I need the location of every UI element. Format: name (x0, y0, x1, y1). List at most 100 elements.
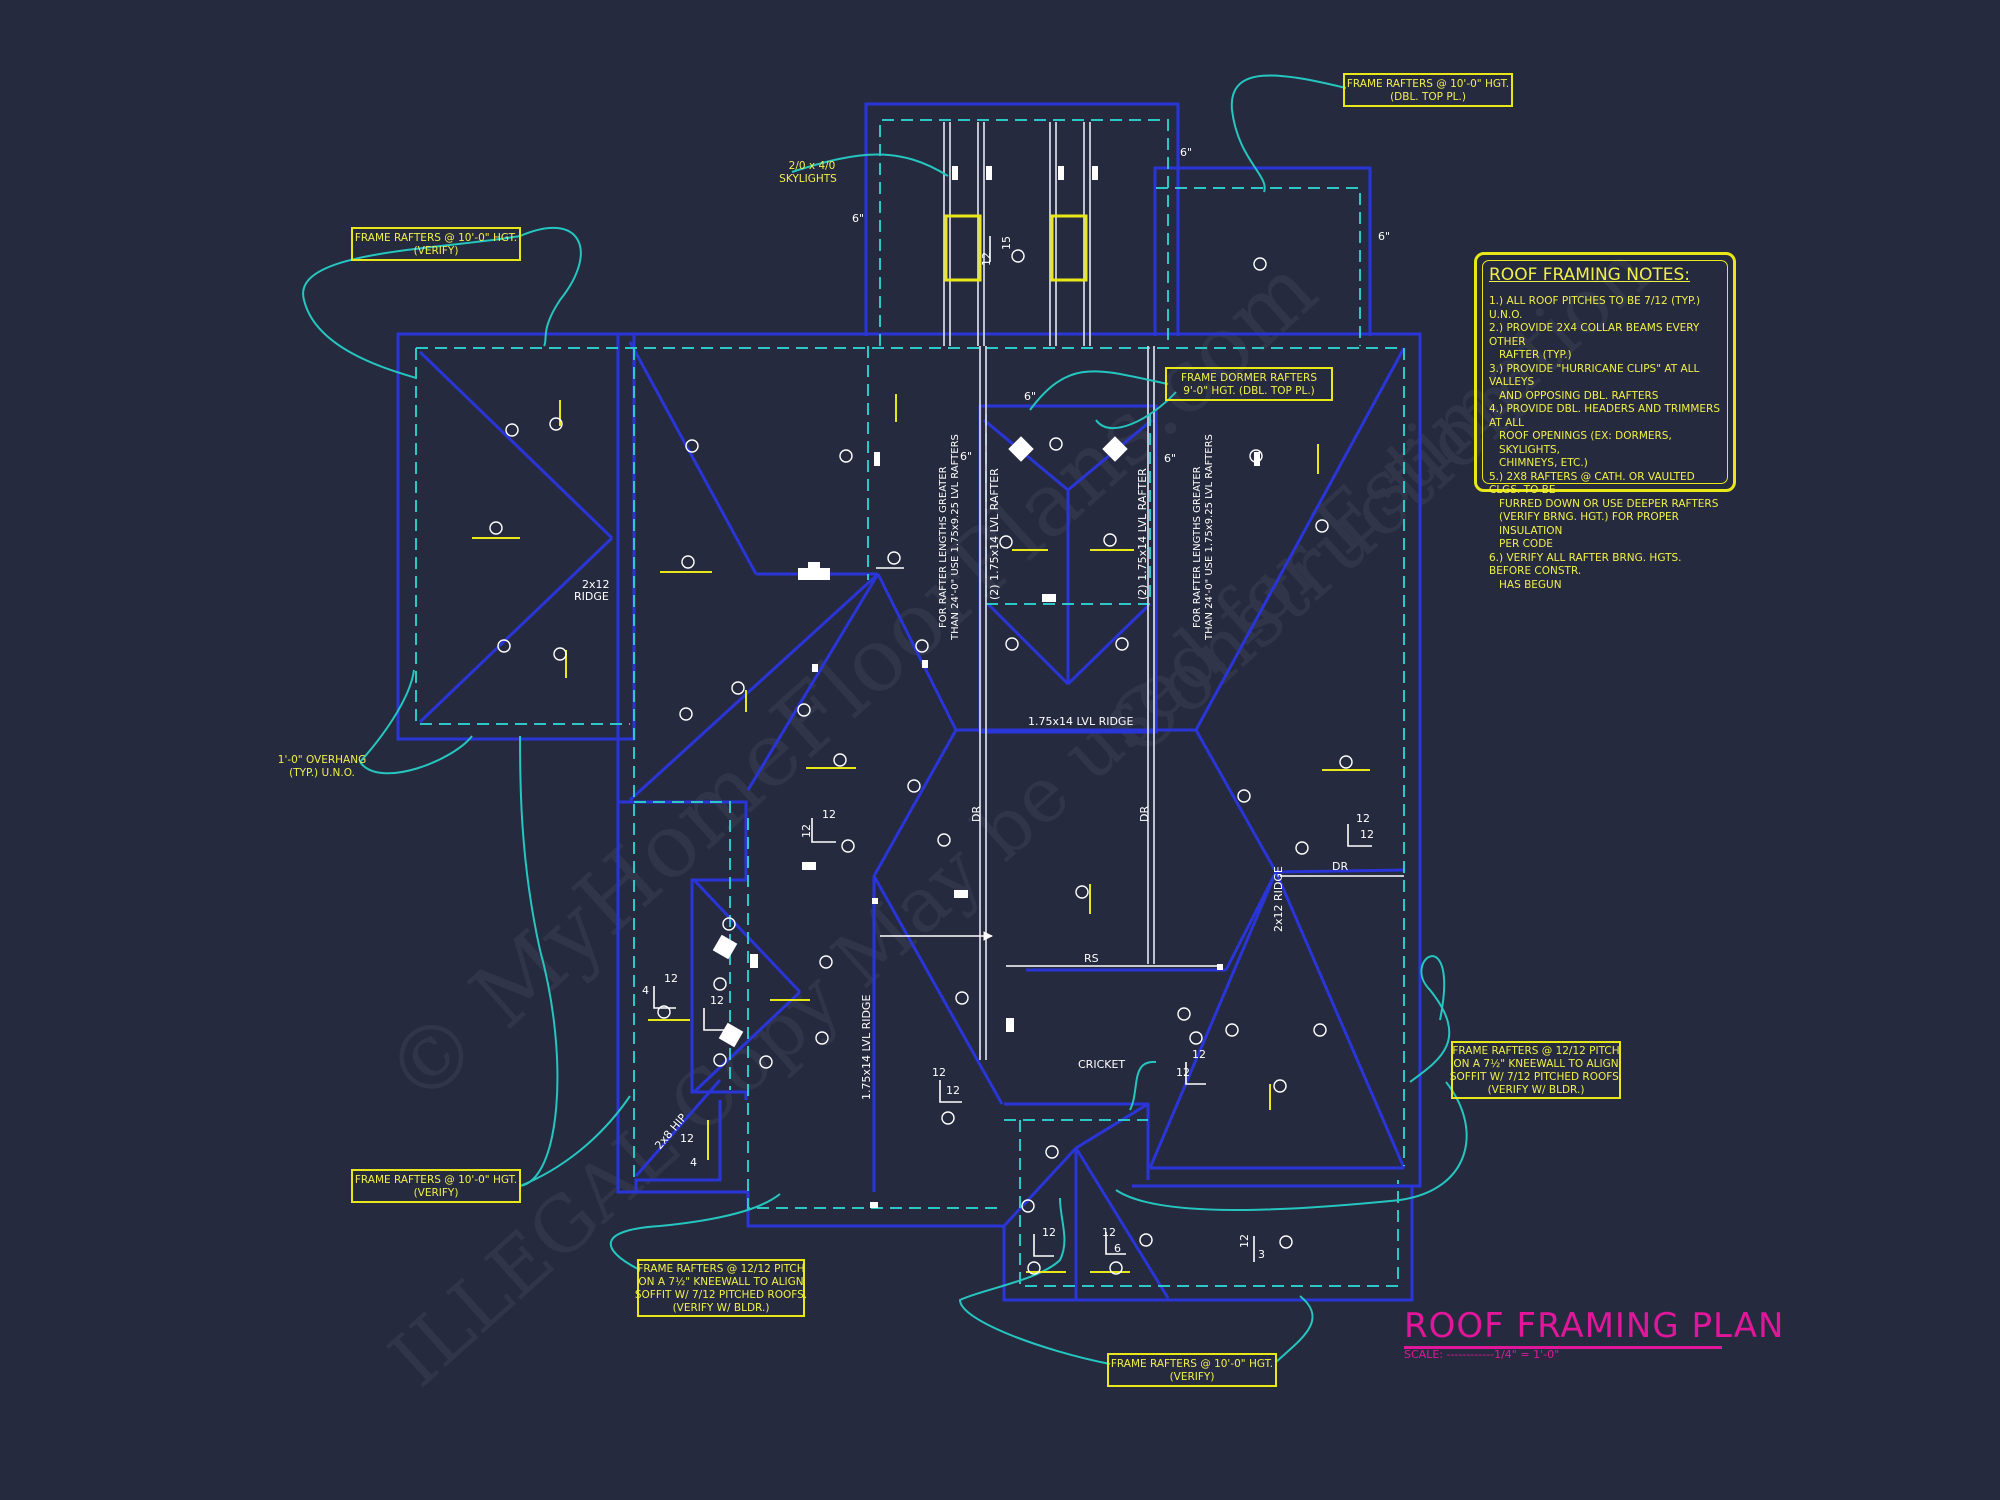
direction-arrows (472, 394, 1370, 1273)
callout-bottom-kneewall-line1: FRAME RAFTERS @ 12/12 PITCH (637, 1263, 804, 1275)
callout-overhang-line2: (TYP.) U.N.O. (289, 767, 355, 779)
dr-label-1: DR (970, 806, 983, 822)
callout-boxes (351, 73, 1621, 1387)
callout-bottom-kneewall-line2: ON A 7½" KNEEWALL TO ALIGN (638, 1276, 803, 1288)
main-west-wall (616, 334, 1414, 1302)
dr-label-2: DR (1138, 806, 1151, 822)
callout-top-right-box (1343, 73, 1513, 107)
notes-line-11: (VERIFY BRNG. HGT.) FOR PROPER INSULATIO… (1499, 511, 1679, 537)
pitch-15-a: 15 (1000, 236, 1013, 250)
notes-line-8: CHIMNEYS, ETC.) (1499, 457, 1588, 469)
wall-lines (415, 119, 1405, 1287)
notes-line-2: 2.) PROVIDE 2x4 COLLAR BEAMS EVERY OTHER (1489, 322, 1700, 348)
pitch-12-l: 12 (1102, 1226, 1116, 1239)
notes-line-7: ROOF OPENINGS (EX: DORMERS, SKYLIGHTS, (1499, 430, 1672, 456)
rafter-tags (489, 249, 1353, 1275)
callout-top-right-line2: (DBL. TOP PL.) (1390, 91, 1466, 103)
dim-6-e: 6" (960, 450, 972, 463)
callout-bottom-kneewall-line3: SOFFIT W/ 7/12 PITCHED ROOFS. (635, 1289, 807, 1301)
roof-outline (396, 102, 1422, 1302)
dr-label-3: DR (1332, 860, 1348, 873)
callout-right-kneewall-box (1451, 1041, 1621, 1099)
cricket-label: CRICKET (1078, 1058, 1125, 1071)
dim-6-b: 6" (852, 212, 864, 225)
notes-line-9: 5.) 2x8 RAFTERS @ CATH. OR VAULTED CLGS.… (1489, 470, 1695, 497)
pitch-4-b: 4 (690, 1156, 697, 1169)
pitch-4-a: 4 (642, 984, 649, 997)
callout-top-left-box (351, 227, 521, 261)
callout-bottom-center-line2: (VERIFY) (1170, 1371, 1215, 1383)
right-long-rafter-line2: THAN 24'-0" USE 1.75x9.25 LVL RAFTERS (1204, 434, 1215, 641)
callout-top-left-line2: (VERIFY) (414, 245, 459, 257)
notes-line-1: 1.) ALL ROOF PITCHES TO BE 7/12 (TYP.) U… (1489, 295, 1701, 321)
pitch-12-a: 12 (822, 808, 836, 821)
callout-right-kneewall-line4: (VERIFY W/ BLDR.) (1488, 1084, 1585, 1096)
callout-skylights-line2: SKYLIGHTS (779, 173, 837, 185)
north-bay-outline (864, 102, 1180, 336)
pitch-12-c: 12 (1356, 812, 1370, 825)
notes-line-12: PER CODE (1499, 538, 1553, 550)
ridge-2x12-label: 2x12 (582, 578, 610, 591)
notes-line-6: 4.) PROVIDE DBL. HEADERS AND TRIMMERS AT… (1489, 403, 1721, 429)
callout-right-kneewall-line1: FRAME RAFTERS @ 12/12 PITCH (1452, 1045, 1619, 1057)
callout-bottom-left-line2: (VERIFY) (414, 1187, 459, 1199)
dim-6-a: 6" (1180, 146, 1192, 159)
dim-6-c: 6" (1378, 230, 1390, 243)
leader-lines (302, 74, 1468, 1365)
pitch-12-o: 12 (680, 1132, 694, 1145)
left-lvl-rafter-label: (2) 1.75x14 LVL RAFTER (988, 468, 1001, 600)
notes-inner-border (1482, 260, 1728, 484)
west-gable-outline (618, 800, 748, 1100)
pitch-12-d: 12 (1360, 828, 1374, 841)
callout-right-kneewall-line2: ON A 7½" KNEEWALL TO ALIGN (1453, 1058, 1618, 1070)
callout-right-kneewall-line3: SOFFIT W/ 7/12 PITCHED ROOFS. (1450, 1071, 1622, 1083)
pitch-12-m: 12 (1238, 1234, 1251, 1248)
notes-line-14: HAS BEGUN (1499, 578, 1562, 591)
skylight-2 (1050, 214, 1088, 282)
right-long-rafter-line1: FOR RAFTER LENGTHS GREATER (1192, 466, 1203, 628)
notes-line-13: 6.) VERIFY ALL RAFTER BRNG. HGTS. BEFORE… (1489, 551, 1682, 578)
callout-dormer-line1: FRAME DORMER RAFTERS (1181, 372, 1317, 384)
pitch-12-f: 12 (710, 994, 724, 1007)
drawing-title-underline (1404, 1346, 1722, 1349)
callout-top-left-line1: FRAME RAFTERS @ 10'-0" HGT. (355, 232, 517, 244)
rs-label: RS (1084, 952, 1099, 965)
left-wing-outline (396, 332, 636, 741)
drawing-title: ROOF FRAMING PLAN (1404, 1306, 1785, 1346)
callout-top-right-line1: FRAME RAFTERS @ 10'-0" HGT. (1347, 78, 1509, 90)
right-2x12-ridge-label: 2x12 RIDGE (1272, 866, 1285, 932)
right-lvl-rafter-label: (2) 1.75x14 LVL RAFTER (1136, 468, 1149, 600)
callout-bottom-kneewall-line4: (VERIFY W/ BLDR.) (673, 1302, 770, 1314)
dim-6-d: 6" (1024, 390, 1036, 403)
pitch-triangles (653, 236, 1404, 1262)
hardware-marks (712, 166, 1260, 1208)
drawing-scale: SCALE: ------------1/4" = 1'-0" (1404, 1348, 1560, 1361)
center-lvl-ridge-label: 1.75x14 LVL RIDGE (1028, 715, 1133, 728)
callout-bottom-left-line1: FRAME RAFTERS @ 10'-0" HGT. (355, 1174, 517, 1186)
notes-title: ROOF FRAMING NOTES: (1489, 265, 1691, 285)
skylight-rails (943, 122, 1155, 1060)
callout-overhang-line1: 1'-0" OVERHANG (278, 754, 366, 766)
pitch-12-h: 12 (946, 1084, 960, 1097)
pitch-12-b: 12 (800, 824, 813, 838)
callout-dormer-line2: 9'-0" HGT. (DBL. TOP PL.) (1183, 385, 1315, 397)
left-long-rafter-line2: THAN 24'-0" USE 1.75x9.25 LVL RAFTERS (950, 434, 961, 641)
callout-bottom-left-box (351, 1169, 521, 1203)
callout-bottom-center-line1: FRAME RAFTERS @ 10'-0" HGT. (1111, 1358, 1273, 1370)
pitch-6-a: 6 (1114, 1242, 1121, 1255)
pitch-12-j: 12 (1176, 1066, 1190, 1079)
callout-bottom-kneewall-box (637, 1259, 805, 1317)
notes-line-10: FURRED DOWN OR USE DEEPER RAFTERS (1499, 497, 1719, 510)
notes-line-4: 3.) PROVIDE "HURRICANE CLIPS" AT ALL VAL… (1489, 362, 1700, 389)
notes-line-5: AND OPPOSING DBL. RAFTERS (1499, 389, 1659, 402)
skylights (944, 214, 1088, 282)
callout-dormer-box (1165, 367, 1333, 401)
pitch-12-g: 12 (932, 1066, 946, 1079)
skylight-1 (944, 214, 982, 282)
pitch-12-i: 12 (1192, 1048, 1206, 1061)
left-lvl-ridge-label: 1.75x14 LVL RIDGE (860, 995, 873, 1100)
callout-skylights-line1: 2/0 x 4/0 (789, 160, 836, 172)
north-right-bay-outline (1153, 166, 1372, 336)
pitch-12-e: 12 (664, 972, 678, 985)
